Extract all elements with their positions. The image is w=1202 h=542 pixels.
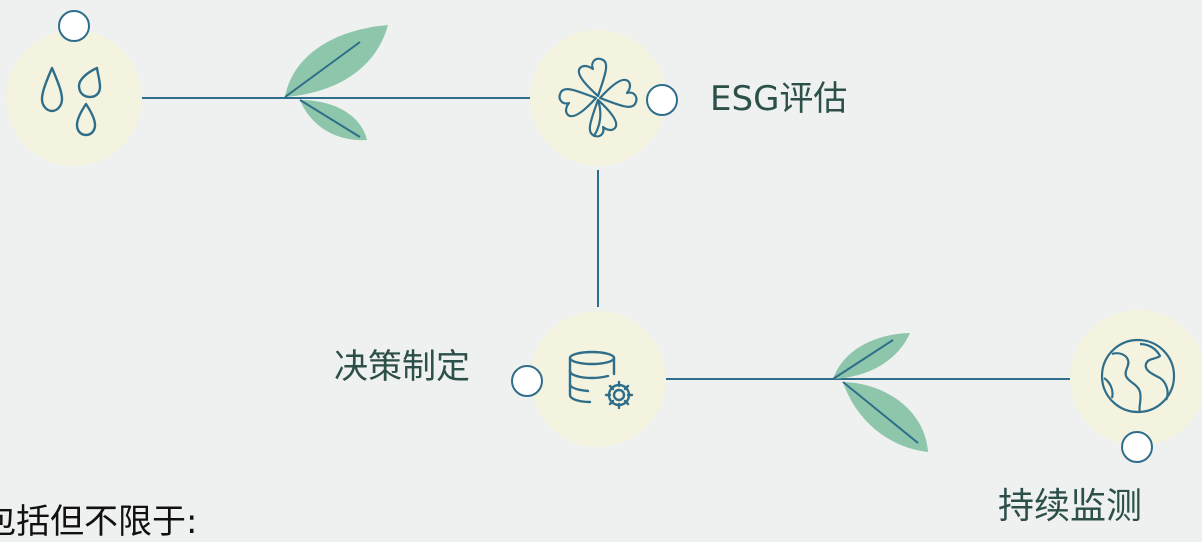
continuous-monitoring-label: 持续监测 [998, 486, 1143, 527]
clover-icon [558, 57, 638, 138]
leaf-vein [284, 41, 361, 98]
marker-esg [646, 84, 678, 116]
water-drops-icon [40, 66, 102, 137]
leaf-decoration-top [284, 25, 388, 141]
marker-water [58, 10, 90, 42]
node-decision [530, 311, 666, 447]
leaf-vein [842, 381, 919, 444]
node-esg [530, 30, 666, 166]
leaf-decoration-bottom [832, 333, 928, 452]
database-gear-icon [568, 350, 634, 410]
globe-icon [1100, 338, 1176, 414]
node-monitor [1070, 310, 1202, 446]
esg-assessment-label: ESG评估 [710, 79, 848, 119]
footer-text: 包括但不限于: [0, 502, 198, 542]
marker-monitor [1121, 431, 1153, 463]
decision-making-label: 决策制定 [334, 347, 470, 387]
leaf-vein [299, 99, 361, 138]
marker-decision [511, 365, 543, 397]
leaf-vein [832, 339, 894, 380]
node-water [6, 30, 142, 166]
